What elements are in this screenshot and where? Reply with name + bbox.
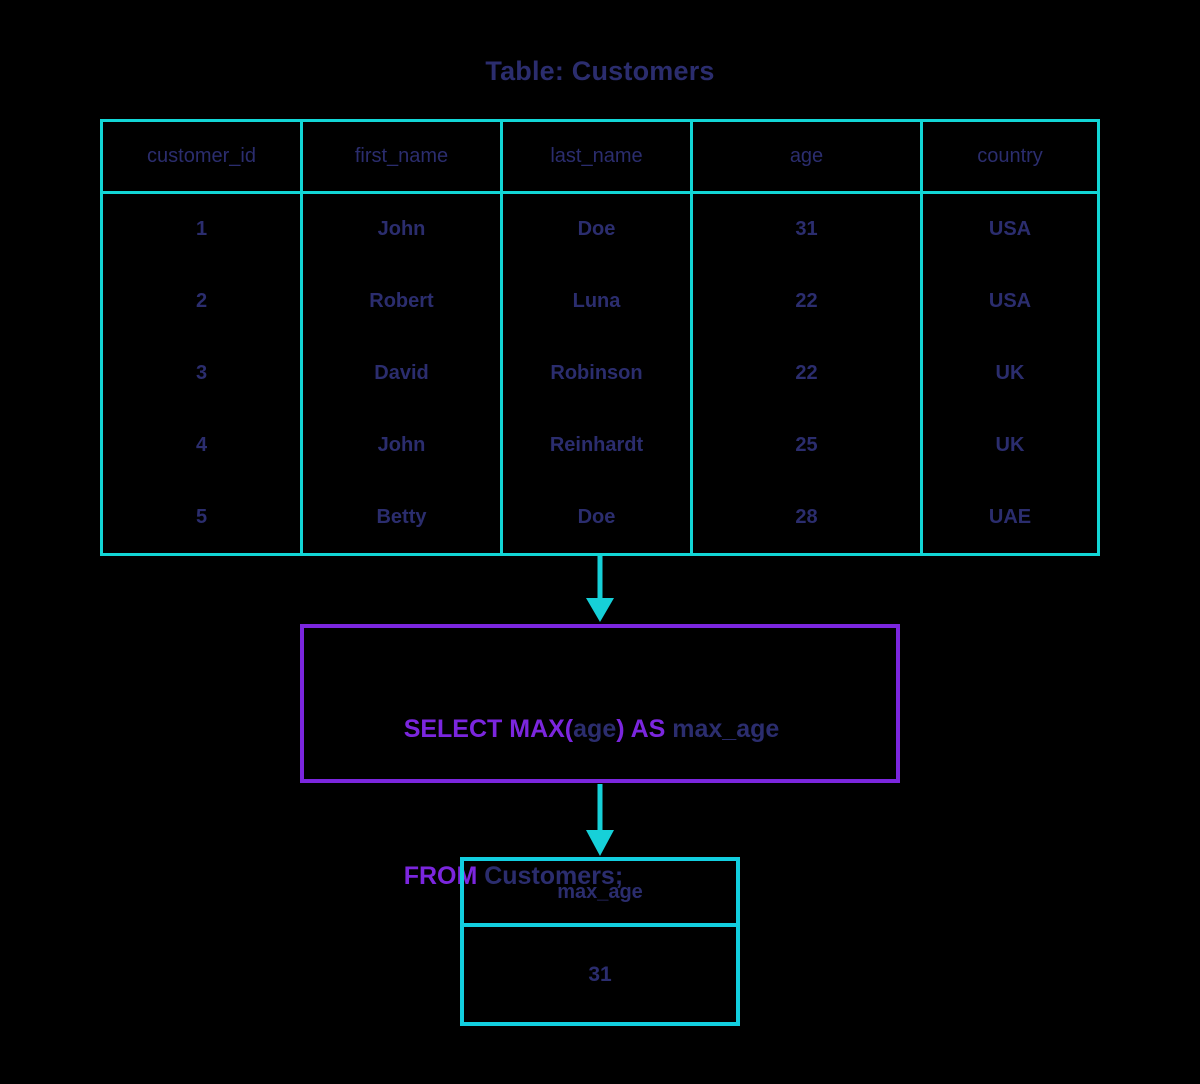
table-cell: 1: [195, 218, 208, 241]
sql-keyword: SELECT MAX(: [403, 715, 574, 743]
sql-query-line-2: FROM Customers;: [362, 803, 896, 950]
table-cell: John: [377, 218, 426, 241]
table-cell: 5: [195, 505, 208, 528]
data-col-customer-id: 1 2 3 4 5: [103, 194, 303, 553]
arrow-down-icon: [580, 556, 620, 622]
header-label: country: [977, 145, 1043, 167]
sql-query-line-1: SELECT MAX(age) AS max_age: [362, 656, 896, 803]
table-cell: Doe: [577, 505, 616, 528]
source-table-header-row: customer_id first_name last_name age cou…: [103, 122, 1097, 194]
result-table-header: max_age: [464, 861, 736, 927]
table-cell: USA: [988, 290, 1032, 313]
data-col-first-name: John Robert David John Betty: [303, 194, 503, 553]
source-table: customer_id first_name last_name age cou…: [100, 119, 1100, 556]
table-cell: Doe: [577, 218, 616, 241]
table-cell: UK: [995, 361, 1025, 384]
header-label: customer_id: [147, 145, 256, 167]
header-col-customer-id: customer_id: [103, 122, 303, 191]
header-col-age: age: [693, 122, 923, 191]
page-title: Table: Customers: [485, 56, 715, 86]
sql-identifier: Customers;: [484, 862, 624, 890]
table-cell: Reinhardt: [549, 433, 644, 456]
table-cell: 28: [795, 505, 818, 528]
header-label: age: [789, 145, 824, 167]
table-cell: Robert: [369, 290, 434, 313]
table-cell: David: [374, 361, 429, 384]
header-label: last_name: [550, 145, 643, 167]
table-cell: 22: [795, 361, 818, 384]
sql-identifier: age: [573, 715, 617, 743]
table-cell: Betty: [376, 505, 427, 528]
table-cell: Robinson: [550, 361, 643, 384]
sql-identifier: max_age: [672, 715, 780, 743]
table-cell: 2: [195, 290, 208, 313]
sql-keyword: ) AS: [616, 715, 673, 743]
data-col-last-name: Doe Luna Robinson Reinhardt Doe: [503, 194, 693, 553]
result-table-value: 31: [588, 962, 612, 986]
table-cell: John: [377, 433, 426, 456]
header-col-country: country: [923, 122, 1097, 191]
sql-query-box: SELECT MAX(age) AS max_age FROM Customer…: [300, 624, 900, 890]
sql-keyword: FROM: [403, 862, 485, 890]
table-cell: 22: [795, 290, 818, 313]
table-cell: 3: [195, 361, 208, 384]
table-cell: UK: [995, 433, 1025, 456]
source-table-body: 1 2 3 4 5 John Robert David John Betty D…: [103, 194, 1097, 553]
data-col-age: 31 22 22 25 28: [693, 194, 923, 553]
table-cell: 4: [195, 433, 208, 456]
table-cell: 25: [795, 433, 818, 456]
table-cell: 31: [795, 218, 818, 241]
header-col-first-name: first_name: [303, 122, 503, 191]
header-col-last-name: last_name: [503, 122, 693, 191]
table-cell: Luna: [572, 290, 621, 313]
table-cell: USA: [988, 218, 1032, 241]
data-col-country: USA USA UK UK UAE: [923, 194, 1097, 553]
header-label: first_name: [354, 145, 449, 167]
result-table: max_age 31: [460, 857, 740, 1026]
table-cell: UAE: [988, 505, 1032, 528]
arrow-down-icon: [580, 784, 620, 856]
